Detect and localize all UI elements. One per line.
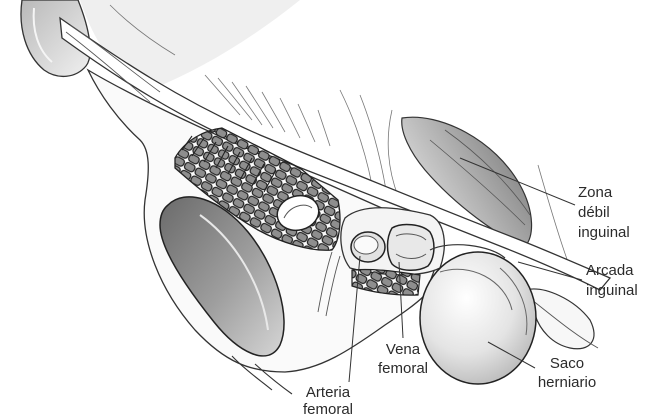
label-inguinal-ligament: Arcada inguinal — [586, 261, 638, 301]
label-line: débil — [578, 203, 630, 223]
label-line: Saco — [534, 354, 600, 373]
label-weak-zone: Zona débil inguinal — [578, 183, 630, 243]
femoral-vein — [388, 225, 434, 271]
hernia-sac — [420, 252, 536, 384]
upper-wall-shading — [80, 0, 300, 90]
label-line: femoral — [370, 359, 436, 378]
label-line: femoral — [295, 401, 361, 418]
label-line: Vena — [370, 340, 436, 359]
label-line: inguinal — [586, 281, 638, 301]
label-hernia-sac: Saco herniario — [534, 354, 600, 392]
label-line: Zona — [578, 183, 630, 203]
label-femoral-artery: Arteria femoral — [295, 384, 361, 418]
label-line: herniario — [534, 373, 600, 392]
femoral-artery-lumen — [354, 236, 378, 254]
label-line: Arteria — [295, 384, 361, 401]
label-line: Arcada — [586, 261, 638, 281]
label-line: inguinal — [578, 223, 630, 243]
label-femoral-vein: Vena femoral — [370, 340, 436, 378]
